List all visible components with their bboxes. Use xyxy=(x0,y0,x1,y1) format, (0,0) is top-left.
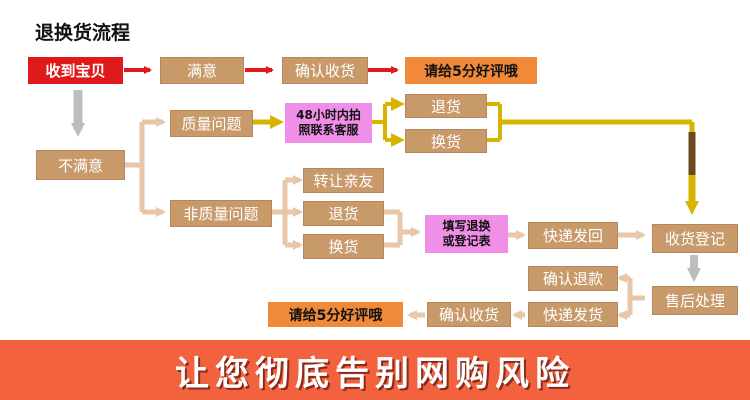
photo-contact-line1: 48小时内拍 xyxy=(296,108,361,122)
node-confirm-receipt-bottom: 确认收货 xyxy=(427,302,511,327)
merge-top-returns xyxy=(487,102,502,142)
node-aftersale: 售后处理 xyxy=(652,286,738,315)
node-quality-issue: 质量问题 xyxy=(170,110,253,137)
node-express-return: 快递发回 xyxy=(528,222,618,249)
bottom-banner: 让您彻底告别网购风险 xyxy=(0,340,750,400)
node-confirm-refund: 确认退款 xyxy=(528,266,618,291)
branch-photo xyxy=(372,104,387,140)
merge-mid-returns xyxy=(384,209,403,248)
node-receive-register: 收货登记 xyxy=(652,224,738,253)
node-transfer-friends: 转让亲友 xyxy=(303,168,384,193)
node-return-mid: 退货 xyxy=(303,201,384,226)
node-unsatisfied: 不满意 xyxy=(36,150,125,180)
branch-nonquality xyxy=(272,180,288,245)
node-fill-form: 填写退换 或登记表 xyxy=(425,215,508,253)
node-exchange-top: 换货 xyxy=(405,129,487,153)
node-exchange-mid: 换货 xyxy=(303,234,384,259)
node-satisfied: 满意 xyxy=(160,57,244,84)
node-non-quality-issue: 非质量问题 xyxy=(170,200,272,227)
node-praise-bottom: 请给5分好评哦 xyxy=(268,302,403,327)
node-return-top: 退货 xyxy=(405,94,487,118)
node-express-ship: 快递发货 xyxy=(528,302,618,327)
fill-form-line1: 填写退换 xyxy=(442,219,491,233)
node-confirm-receipt-top: 确认收货 xyxy=(282,57,368,84)
node-photo-contact: 48小时内拍 照联系客服 xyxy=(285,103,372,143)
branch-aftersale xyxy=(627,278,645,315)
page-title: 退换货流程 xyxy=(35,22,131,44)
node-received: 收到宝贝 xyxy=(28,57,123,84)
fill-form-line2: 或登记表 xyxy=(442,234,491,248)
branch-unsatisfied xyxy=(125,122,145,212)
node-praise-top: 请给5分好评哦 xyxy=(405,57,537,84)
photo-contact-line2: 照联系客服 xyxy=(298,123,359,137)
